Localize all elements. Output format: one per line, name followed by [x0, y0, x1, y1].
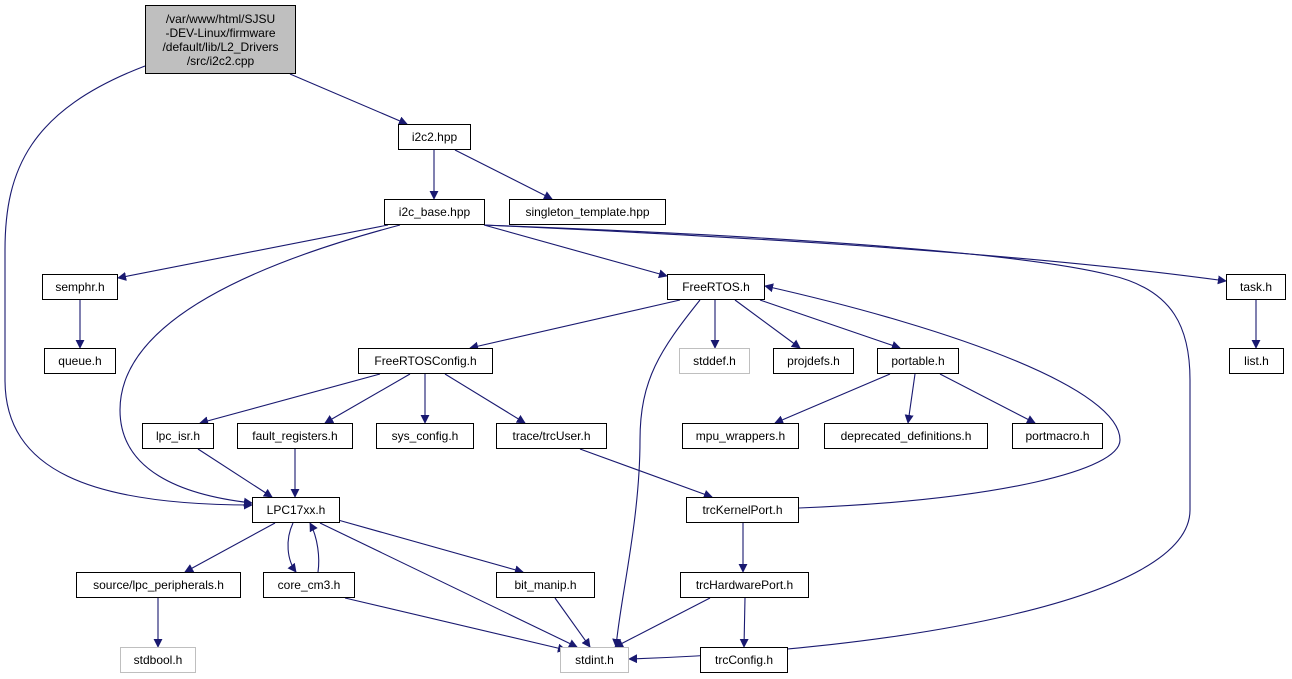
edge-trchardwareport-h-to-stdint-h: [614, 597, 711, 648]
edge-core-cm3-h-to-stdint-h: [344, 597, 567, 653]
node-trchardwareport-h[interactable]: trcHardwarePort.h: [680, 572, 809, 598]
node-stdint-h: stdint.h: [560, 647, 629, 673]
edge-portable-h-to-mpu-wrappers-h: [774, 373, 891, 424]
node-lpc-peripherals-h[interactable]: source/lpc_peripherals.h: [76, 572, 241, 598]
node-mpu-wrappers-h[interactable]: mpu_wrappers.h: [682, 423, 799, 449]
edge-portable-h-to-deprecated-definitions-h: [904, 373, 916, 424]
node-trckernelport-h[interactable]: trcKernelPort.h: [686, 497, 799, 523]
edge-core-cm3-h-to-lpc17xx-h: [309, 522, 320, 573]
edge-portable-h-to-portmacro-h: [939, 373, 1036, 424]
node-trcconfig-h[interactable]: trcConfig.h: [700, 647, 788, 673]
node-stdbool-h: stdbool.h: [120, 647, 196, 673]
edge-lpc17xx-h-to-bit-manip-h: [337, 519, 524, 575]
edge-lpc-isr-h-to-lpc17xx-h: [197, 448, 273, 498]
edge-freertos-h-to-projdefs-h: [734, 299, 801, 349]
node-core-cm3-h[interactable]: core_cm3.h: [263, 572, 355, 598]
node-stddef-h: stddef.h: [679, 348, 750, 374]
node-singleton-template-hpp[interactable]: singleton_template.hpp: [509, 199, 666, 225]
node-list-h[interactable]: list.h: [1229, 348, 1284, 374]
node-i2c2-hpp[interactable]: i2c2.hpp: [398, 124, 471, 150]
node-projdefs-h[interactable]: projdefs.h: [773, 348, 854, 374]
edge-lpc17xx-h-to-stdint-h: [319, 522, 578, 648]
node-lpc17xx-h[interactable]: LPC17xx.h: [252, 497, 340, 523]
edge-freertos-h-to-freertosconfig-h: [469, 299, 681, 351]
node-portmacro-h[interactable]: portmacro.h: [1012, 423, 1103, 449]
edge-i2c2-hpp-to-singleton-template-hpp: [454, 149, 553, 200]
node-freertosconfig-h[interactable]: FreeRTOSConfig.h: [358, 348, 493, 374]
edge-lpc17xx-h-to-core-cm3-h: [287, 522, 297, 573]
edge-freertosconfig-h-to-lpc-isr-h: [199, 373, 381, 426]
edge-i2c-base-hpp-to-stdint-h: [483, 224, 1191, 664]
node-trcuser-h[interactable]: trace/trcUser.h: [496, 423, 607, 449]
edge-i2c-base-hpp-to-freertos-h: [483, 224, 668, 279]
node-task-h[interactable]: task.h: [1226, 274, 1286, 300]
node-i2c-base-hpp[interactable]: i2c_base.hpp: [384, 199, 485, 225]
edge-freertosconfig-h-to-fault-registers-h: [324, 373, 411, 424]
edge-freertosconfig-h-to-trcuser-h: [444, 373, 526, 424]
edge-i2c-base-hpp-to-lpc17xx-h: [119, 224, 401, 507]
node-queue-h[interactable]: queue.h: [44, 348, 116, 374]
node-lpc-isr-h[interactable]: lpc_isr.h: [142, 423, 214, 449]
node-deprecated-definitions-h[interactable]: deprecated_definitions.h: [824, 423, 988, 449]
edge-lpc17xx-h-to-lpc-peripherals-h: [184, 522, 276, 573]
edge-i2c2-cpp-to-lpc17xx-h: [4, 65, 253, 510]
node-sys-config-h[interactable]: sys_config.h: [376, 423, 474, 449]
edge-freertos-h-to-portable-h: [759, 299, 901, 350]
node-fault-registers-h[interactable]: fault_registers.h: [237, 423, 353, 449]
edge-i2c-base-hpp-to-semphr-h: [117, 224, 389, 281]
edge-trcuser-h-to-trckernelport-h: [579, 448, 713, 499]
edge-i2c2-cpp-to-i2c2-hpp: [289, 73, 408, 125]
node-portable-h[interactable]: portable.h: [877, 348, 959, 374]
node-i2c2-cpp: /var/www/html/SJSU -DEV-Linux/firmware /…: [145, 5, 296, 74]
edge-i2c-base-hpp-to-task-h: [483, 224, 1227, 285]
node-freertos-h[interactable]: FreeRTOS.h: [667, 274, 765, 300]
edge-bit-manip-h-to-stdint-h: [554, 597, 591, 648]
edge-trchardwareport-h-to-trcconfig-h: [739, 597, 749, 648]
edge-freertos-h-to-stdint-h: [612, 299, 701, 648]
edge-trckernelport-h-to-freertos-h: [764, 283, 1121, 509]
node-semphr-h[interactable]: semphr.h: [42, 274, 118, 300]
node-bit-manip-h[interactable]: bit_manip.h: [496, 572, 595, 598]
